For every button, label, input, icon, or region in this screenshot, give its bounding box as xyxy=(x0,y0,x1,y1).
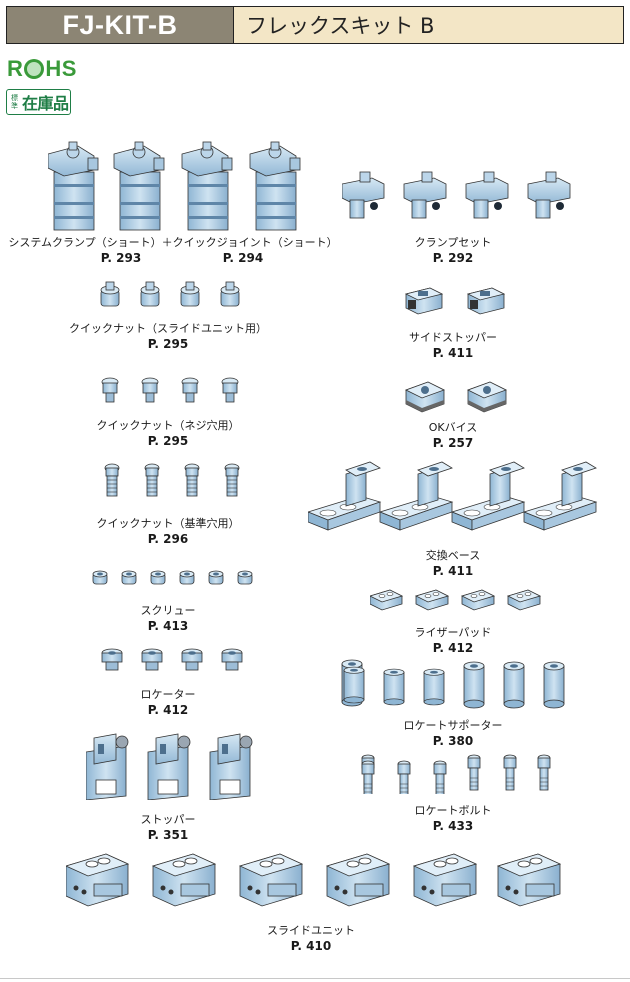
exchange-base-label: 交換ベース xyxy=(425,549,481,562)
locate-supporter-image xyxy=(341,659,565,709)
locate-supporter-label: ロケートサポーター xyxy=(403,719,503,732)
quick-nut-screw-label: クイックナット（ネジ穴用） xyxy=(96,419,240,432)
locate-bolt-label: ロケートボルト xyxy=(414,804,492,817)
quick-nut-ref-image xyxy=(104,463,240,497)
locate-bolt-image xyxy=(361,754,551,794)
stopper-label: ストッパー xyxy=(140,813,196,826)
stopper-image xyxy=(86,733,253,800)
riser-pad-image xyxy=(370,589,541,611)
quick-nut-screw-page: P. 295 xyxy=(147,434,189,448)
riser-pad-page: P. 412 xyxy=(432,641,474,655)
screw-image xyxy=(92,570,253,585)
clamp-set-page: P. 292 xyxy=(432,251,474,265)
side-stopper-page: P. 411 xyxy=(432,346,474,360)
quick-nut-ref-page: P. 296 xyxy=(147,532,189,546)
clamp-set-image xyxy=(342,171,571,219)
clamp-set-label: クランプセット xyxy=(414,236,492,249)
riser-pad-label: ライザーパッド xyxy=(414,626,492,639)
screw-page: P. 413 xyxy=(147,619,189,633)
footer-divider xyxy=(0,978,630,982)
rohs-circle-icon xyxy=(24,59,45,79)
ok-vise-page: P. 257 xyxy=(432,436,474,450)
locate-supporter-page: P. 380 xyxy=(432,734,474,748)
side-stopper-label: サイドストッパー xyxy=(409,331,497,344)
stopper-page: P. 351 xyxy=(147,828,189,842)
screw-label: スクリュー xyxy=(140,604,196,617)
slide-unit-page: P. 410 xyxy=(290,939,332,953)
system-clamp-page-a: P. 293 xyxy=(100,251,142,265)
stock-badge: 標準 在庫品 xyxy=(6,89,71,115)
page-header: FJ-KIT-B フレックスキット B xyxy=(6,6,624,44)
system-clamp-label: システムクランプ（ショート）＋クイックジョイント（ショート） xyxy=(8,236,338,249)
stock-label: 在庫品 xyxy=(22,94,69,113)
quick-nut-slide-label: クイックナット（スライドユニット用） xyxy=(69,322,267,335)
locate-bolt-page: P. 433 xyxy=(432,819,474,833)
quick-nut-screw-image xyxy=(101,377,239,403)
locator-image xyxy=(101,648,243,671)
locator-page: P. 412 xyxy=(147,703,189,717)
system-clamp-image xyxy=(48,141,301,231)
locator-label: ロケーター xyxy=(140,688,196,701)
slide-unit-label: スライドユニット xyxy=(267,924,355,937)
quick-nut-ref-label: クイックナット（基準穴用） xyxy=(96,517,240,530)
product-title: フレックスキット B xyxy=(233,7,623,43)
system-clamp-page-b: P. 294 xyxy=(222,251,264,265)
ok-vise-image xyxy=(404,381,507,413)
exchange-base-page: P. 411 xyxy=(432,564,474,578)
slide-unit-image xyxy=(66,853,561,907)
quick-nut-slide-image xyxy=(100,281,240,307)
exchange-base-image xyxy=(308,461,597,531)
side-stopper-image xyxy=(404,287,505,315)
quick-nut-slide-page: P. 295 xyxy=(147,337,189,351)
product-code: FJ-KIT-B xyxy=(7,7,233,43)
ok-vise-label: OKバイス xyxy=(428,421,478,434)
